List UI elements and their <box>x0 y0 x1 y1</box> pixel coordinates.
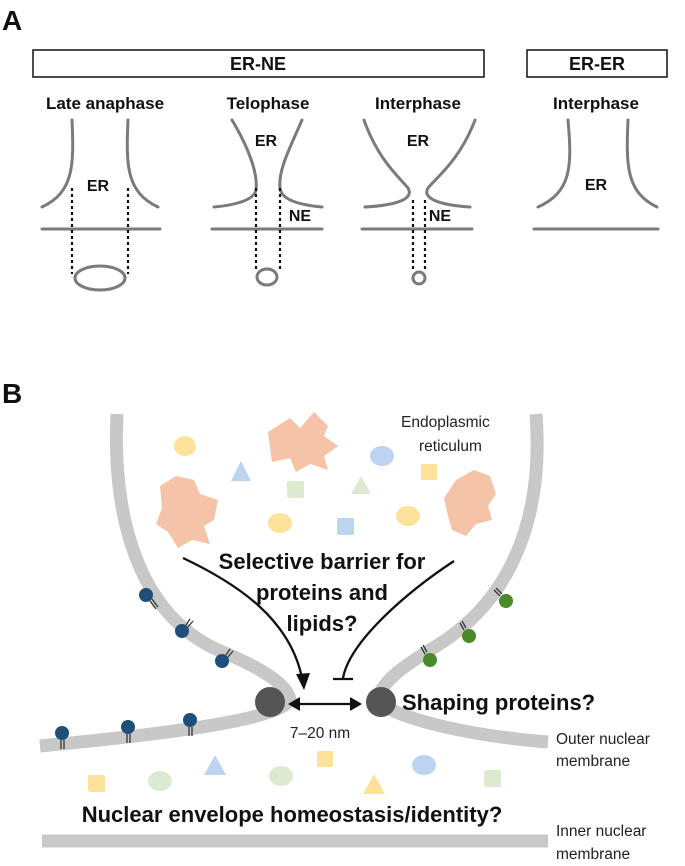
yellow-protein <box>88 775 105 792</box>
green-lipid <box>420 644 437 667</box>
homeostasis-question: Nuclear envelope homeostasis/identity? <box>82 802 503 827</box>
er-wall-left <box>212 118 258 209</box>
yellow-protein <box>174 436 196 456</box>
inner-membrane-label-line1: Inner nuclear <box>556 823 646 840</box>
blue-protein <box>412 755 436 775</box>
er-label: ER <box>585 177 608 194</box>
ne-label: NE <box>429 208 452 225</box>
green-protein <box>269 766 293 786</box>
er-er-header-box <box>526 49 668 78</box>
green-protein <box>287 481 304 498</box>
shaping-protein-left <box>255 687 285 717</box>
yellow-protein <box>363 774 385 794</box>
shaping-proteins-question: Shaping proteins? <box>402 690 595 715</box>
yellow-protein <box>396 506 420 526</box>
panel-a-label: A <box>2 5 22 36</box>
pore-ring <box>411 270 427 286</box>
er-wall-left <box>40 118 75 209</box>
er-wall-right <box>625 118 659 209</box>
stage-late-anaphase: Late anaphase ER <box>40 94 164 292</box>
blue-lipid <box>215 648 234 668</box>
shaping-protein-right <box>366 687 396 717</box>
er-label: ER <box>407 133 430 150</box>
distance-arrow <box>288 697 362 711</box>
yellow-protein <box>317 751 333 767</box>
er-ne-header-box <box>32 49 485 78</box>
stage-interphase-er-er: Interphase ER <box>532 94 660 231</box>
blue-lipid <box>183 713 197 736</box>
pore-ring <box>73 264 127 292</box>
er-wall-right <box>125 118 160 209</box>
outer-membrane-label-line1: Outer nuclear <box>556 731 650 748</box>
blue-protein <box>231 461 251 481</box>
stage-title: Telophase <box>227 94 310 113</box>
stage-interphase-er-ne: Interphase ER NE <box>360 94 477 286</box>
er-er-header: ER-ER <box>569 54 625 74</box>
er-membrane-left <box>39 413 297 753</box>
er-wall-right <box>278 118 324 209</box>
er-wall-left <box>536 118 572 209</box>
promote-arrow <box>182 556 310 690</box>
outer-membrane-label-line2: membrane <box>556 753 630 770</box>
stage-telophase: Telophase ER NE <box>210 94 324 287</box>
er-wall-left <box>362 118 411 209</box>
inner-membrane-label-line2: membrane <box>556 846 630 863</box>
membrane-lipids <box>55 587 513 749</box>
er-label: ER <box>87 178 110 195</box>
panel-b-label: B <box>2 378 22 409</box>
green-lipid <box>459 620 476 643</box>
er-label-line1: Endoplasmic <box>401 414 490 431</box>
barrier-question-line3: lipids? <box>287 611 358 636</box>
yellow-protein <box>268 513 292 533</box>
blue-protein <box>337 518 354 535</box>
er-label-line2: reticulum <box>419 438 482 455</box>
blue-lipid <box>175 618 194 638</box>
er-ne-header: ER-NE <box>230 54 286 74</box>
stage-title: Interphase <box>553 94 639 113</box>
stage-title: Late anaphase <box>46 94 164 113</box>
blue-lipid <box>121 720 135 743</box>
protein-aggregate <box>268 412 338 472</box>
barrier-question-line1: Selective barrier for <box>219 549 426 574</box>
green-protein <box>351 476 371 494</box>
pore-ring <box>255 267 279 287</box>
blue-lipid <box>55 726 69 749</box>
green-protein <box>148 771 172 791</box>
green-lipid <box>493 587 513 608</box>
er-membrane-right <box>371 413 549 749</box>
er-label: ER <box>255 133 278 150</box>
green-protein <box>484 770 501 787</box>
protein-aggregate <box>444 470 496 536</box>
barrier-question-line2: proteins and <box>256 580 388 605</box>
ne-label: NE <box>289 208 312 225</box>
er-wall-right <box>425 118 477 209</box>
er-lumen-contents <box>156 412 496 548</box>
yellow-protein <box>421 464 437 480</box>
blue-lipid <box>139 588 159 610</box>
perinuclear-contents <box>88 751 501 794</box>
blue-protein <box>204 755 226 775</box>
blue-protein <box>370 446 394 466</box>
distance-label: 7–20 nm <box>290 725 350 742</box>
stage-title: Interphase <box>375 94 461 113</box>
inhibit-arrow <box>333 560 455 681</box>
protein-aggregate <box>156 476 218 548</box>
